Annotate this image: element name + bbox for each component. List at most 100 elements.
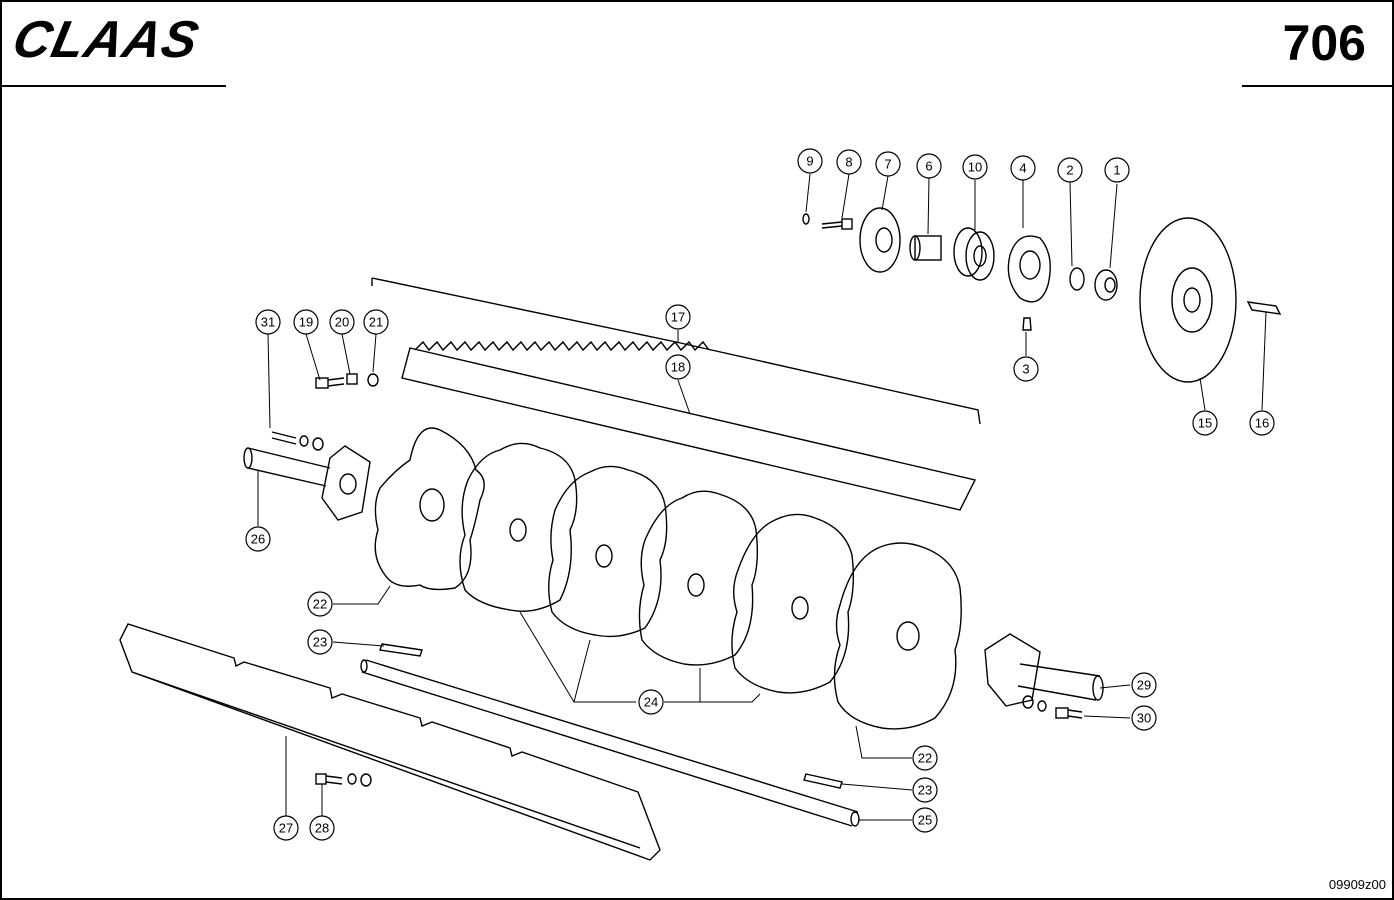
part-3-grease-nipple [1022, 317, 1032, 331]
part-4-bearing-housing [1007, 235, 1051, 303]
callout-label: 10 [968, 160, 982, 175]
callout-circle [273, 815, 299, 841]
part-28-bolt-set [315, 773, 372, 787]
callout-20: 20 [329, 309, 355, 335]
callout-22: 22 [912, 745, 938, 771]
drawing-code: 09909z00 [1328, 877, 1386, 892]
part-18-rack [401, 340, 977, 511]
callout-circle [638, 689, 664, 715]
part-23-key-right [803, 773, 843, 789]
callout-15: 15 [1192, 410, 1218, 436]
callout-label: 22 [313, 597, 327, 612]
callout-17: 17 [665, 304, 691, 330]
callout-circle [912, 745, 938, 771]
callout-label: 25 [918, 813, 932, 828]
callout-circle [245, 526, 271, 552]
callout-label: 26 [251, 532, 265, 547]
callout-22: 22 [307, 591, 333, 617]
callout-label: 15 [1198, 416, 1212, 431]
part-6-bushing [909, 235, 942, 261]
callout-label: 24 [644, 695, 658, 710]
part-23-key-left [379, 643, 423, 657]
callout-label: 17 [671, 310, 685, 325]
part-1-nut [1094, 269, 1118, 301]
star-wheel-4 [638, 490, 759, 666]
callout-circle [1131, 672, 1157, 698]
callout-21: 21 [363, 309, 389, 335]
part-27-guard-rail [119, 623, 661, 861]
callout-label: 27 [279, 821, 293, 836]
callout-circle [912, 777, 938, 803]
part-21-nut [367, 373, 379, 387]
part-31-bolt-set [271, 431, 324, 451]
star-wheel-6 [833, 542, 962, 730]
star-wheel-3 [548, 465, 668, 638]
callout-1: 1 [1104, 157, 1130, 183]
callout-10: 10 [962, 154, 988, 180]
part-15-disc [1139, 217, 1237, 383]
callout-circle [307, 591, 333, 617]
callout-circle [1013, 356, 1039, 382]
callout-26: 26 [245, 526, 271, 552]
callout-label: 7 [884, 157, 891, 172]
callout-6: 6 [916, 153, 942, 179]
callout-8: 8 [836, 149, 862, 175]
star-wheel-2 [459, 442, 578, 612]
part-26-stub-shaft [243, 445, 371, 521]
callout-circle [797, 148, 823, 174]
callout-24: 24 [638, 689, 664, 715]
callout-23: 23 [912, 777, 938, 803]
callout-circle [912, 807, 938, 833]
callout-circle [1192, 410, 1218, 436]
part-19-bolt [315, 377, 345, 389]
callout-30: 30 [1131, 705, 1157, 731]
part-9-washer [802, 213, 810, 225]
callout-label: 22 [918, 751, 932, 766]
part-20-square-nut [346, 373, 358, 385]
callout-circle [836, 149, 862, 175]
callout-label: 29 [1137, 678, 1151, 693]
callout-31: 31 [255, 309, 281, 335]
callout-circle [293, 309, 319, 335]
callout-label: 8 [845, 155, 852, 170]
star-wheel-1 [374, 427, 485, 591]
part-8-bolt [821, 218, 853, 230]
callout-25: 25 [912, 807, 938, 833]
callout-circle [1104, 157, 1130, 183]
part-25-shaft-bar [360, 659, 860, 827]
page-number: 706 [1282, 15, 1366, 71]
callout-circle [1010, 155, 1036, 181]
callout-label: 23 [918, 783, 932, 798]
callout-label: 3 [1022, 362, 1029, 377]
callout-27: 27 [273, 815, 299, 841]
callout-label: 4 [1019, 161, 1026, 176]
part-10-bearing [953, 227, 995, 281]
callout-4: 4 [1010, 155, 1036, 181]
callout-label: 2 [1066, 163, 1073, 178]
callout-7: 7 [875, 151, 901, 177]
callout-circle [307, 629, 333, 655]
callout-label: 16 [1255, 416, 1269, 431]
callout-label: 19 [299, 315, 313, 330]
callout-label: 18 [671, 360, 685, 375]
callout-28: 28 [309, 815, 335, 841]
callout-18: 18 [665, 354, 691, 380]
callout-circle [1057, 157, 1083, 183]
callout-label: 21 [369, 315, 383, 330]
callout-circle [665, 354, 691, 380]
callout-label: 30 [1137, 711, 1151, 726]
brand-logo: CLAAS [7, 11, 205, 69]
part-7-flange [859, 207, 901, 273]
callout-circle [309, 815, 335, 841]
callout-circle [1249, 410, 1275, 436]
callout-23: 23 [307, 629, 333, 655]
callout-label: 9 [806, 154, 813, 169]
part-16-key [1246, 301, 1282, 315]
callout-label: 28 [315, 821, 329, 836]
callout-circle [1131, 705, 1157, 731]
callout-29: 29 [1131, 672, 1157, 698]
leader-lines [257, 173, 1267, 821]
